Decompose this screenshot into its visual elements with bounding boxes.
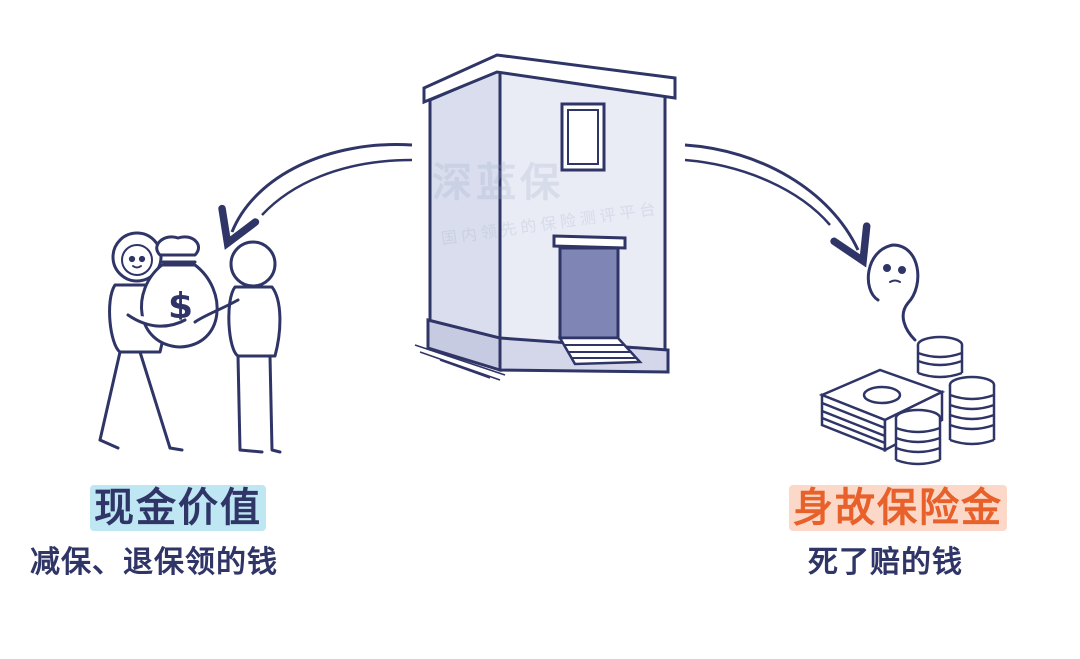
- death-benefit-subtitle: 死了赔的钱: [808, 545, 963, 580]
- death-benefit-title-text: 身故保险金: [789, 485, 1007, 531]
- cash-value-subtitle: 减保、退保领的钱: [30, 545, 278, 580]
- money-bag-handover-icon: $: [98, 231, 282, 454]
- ghost-icon: [866, 243, 920, 342]
- death-benefit-title: 身故保险金: [783, 482, 1013, 534]
- watermark-brand: 深蓝保: [432, 160, 564, 206]
- arrow-left-icon: [218, 143, 413, 250]
- cash-and-coins-icon: [818, 335, 996, 466]
- cash-value-title-text: 现金价值: [90, 485, 266, 531]
- cash-value-title: 现金价值: [84, 482, 272, 534]
- arrow-right-icon: [684, 143, 871, 268]
- insurance-company-building-icon: [414, 53, 677, 381]
